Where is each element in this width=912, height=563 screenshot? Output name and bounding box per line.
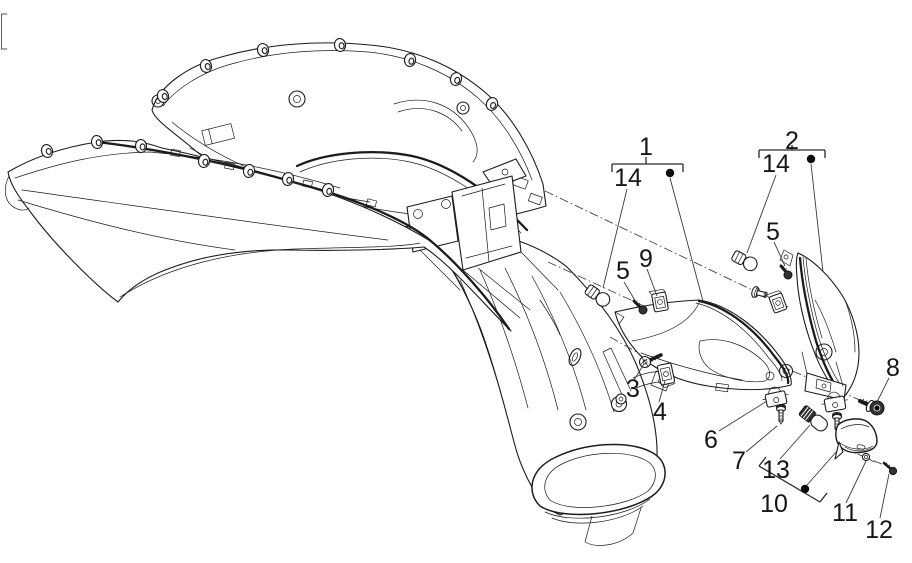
callout-9-label: 9	[639, 245, 653, 273]
panel-mounting-bosses	[40, 134, 335, 197]
callout-3-label: 3	[626, 375, 640, 403]
screw-7	[775, 404, 787, 425]
callout-14-right-label: 14	[762, 150, 790, 178]
screw-5-left	[632, 299, 648, 315]
u-clip-right-top	[765, 290, 788, 314]
group-10-dot-marker	[800, 484, 810, 494]
axis-line-b	[547, 261, 669, 318]
callout-13-label: 13	[762, 456, 790, 484]
leader-9	[646, 268, 658, 297]
bulb-14-right	[731, 250, 758, 272]
callout-5-left-label: 5	[616, 257, 630, 285]
leader-12	[879, 473, 890, 519]
lower-side-panel	[4, 134, 512, 332]
screw-12	[882, 461, 898, 476]
callout-2-label: 2	[785, 127, 799, 155]
grommet-11	[861, 452, 875, 463]
leader-lines	[602, 163, 890, 519]
screw-8	[858, 398, 885, 416]
callout-1-label: 1	[639, 133, 653, 161]
leader-dot-2	[810, 163, 824, 273]
callout-11-label: 11	[832, 499, 858, 527]
leader-6	[718, 400, 768, 432]
group-1-bracket	[611, 157, 684, 172]
leader-dot-10	[806, 450, 838, 486]
bulb-13	[798, 405, 828, 432]
bulb-14-left	[584, 284, 611, 307]
leader-3	[633, 363, 645, 381]
callout-10-label: 10	[760, 490, 788, 518]
leader-13	[779, 424, 811, 460]
license-plate-light	[834, 418, 878, 460]
cowl-mounting-bosses	[156, 37, 499, 111]
u-clip-9	[648, 288, 669, 313]
cropped-panel-sliver	[1, 13, 8, 50]
tail-light-lens-right	[779, 249, 860, 401]
screw-3	[638, 353, 663, 369]
u-clip-4	[656, 362, 676, 388]
push-rivet	[751, 286, 768, 299]
leader-7	[745, 425, 778, 453]
callout-4-label: 4	[653, 398, 667, 426]
screw-5-right	[779, 264, 793, 280]
group-2-dot-marker	[806, 154, 816, 164]
callout-8-label: 8	[886, 354, 900, 382]
callout-5-right-label: 5	[766, 218, 780, 246]
callout-7-label: 7	[732, 447, 746, 475]
leader-4	[658, 380, 666, 403]
leader-dot-1	[669, 177, 704, 302]
group-1-dot-marker	[665, 168, 675, 178]
axis-line-a	[544, 190, 789, 308]
group-2-bracket	[758, 145, 826, 158]
group-10-bracket	[758, 456, 828, 503]
leader-14-left	[602, 188, 628, 289]
leader-5-right	[773, 241, 786, 267]
callout-6-label: 6	[704, 426, 718, 454]
leader-5-left	[623, 281, 637, 303]
callout-14-left-label: 14	[614, 164, 642, 192]
speed-nut-right	[821, 391, 848, 413]
callout-12-label: 12	[865, 516, 893, 544]
leader-8	[876, 377, 890, 403]
leader-14-right	[746, 174, 777, 254]
leader-11	[845, 460, 867, 504]
